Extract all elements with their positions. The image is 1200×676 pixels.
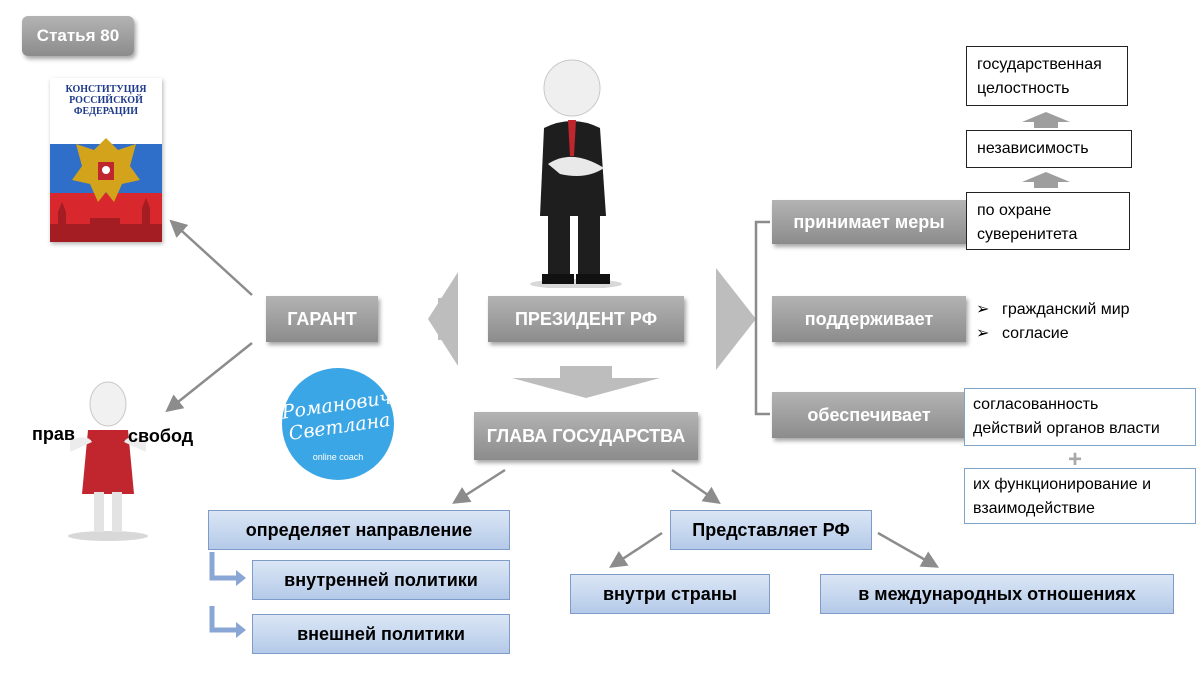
president-box: ПРЕЗИДЕНТ РФ: [488, 296, 684, 342]
head-of-state-box: ГЛАВА ГОСУДАРСТВА: [474, 412, 698, 460]
functioning-line1: их функционирование и: [973, 476, 1152, 493]
arrow-represents-to-inside: [609, 531, 663, 568]
arrow-head-to-represents: [671, 468, 721, 504]
sovereignty-box: по охране суверенитета: [966, 192, 1130, 250]
determines-direction-box: определяет направление: [208, 510, 510, 550]
sovereignty-line1: по охране: [977, 202, 1052, 219]
independence-box: независимость: [966, 130, 1132, 168]
coat-of-arms-icon: [72, 138, 140, 202]
logo-subtitle: online coach: [312, 452, 364, 462]
integrity-line1: государственная: [977, 56, 1102, 73]
list-item: ➢согласие: [976, 322, 1130, 346]
coherence-line1: согласованность: [973, 396, 1099, 413]
functioning-line2: взаимодействие: [973, 500, 1095, 517]
freedoms-label: свобод: [128, 426, 194, 446]
arrow-guarantor-to-constitution: [169, 219, 253, 296]
constitution-title-line2: РОССИЙСКОЙ: [69, 95, 143, 106]
arrow-represents-to-international: [877, 531, 940, 568]
list-item: ➢гражданский мир: [976, 298, 1130, 322]
woman-figure-image: [60, 380, 160, 542]
international-relations-box: в международных отношениях: [820, 574, 1174, 614]
functioning-box: их функционирование и взаимодействие: [964, 468, 1196, 524]
coherence-box: согласованность действий органов власти: [964, 388, 1196, 446]
coherence-line2: действий органов власти: [973, 420, 1160, 437]
domestic-policy-box: внутренней политики: [252, 560, 510, 600]
constitution-book-image: КОНСТИТУЦИЯ РОССИЙСКОЙ ФЕДЕРАЦИИ: [50, 78, 162, 242]
integrity-box: государственная целостность: [966, 46, 1128, 106]
constitution-title-line1: КОНСТИТУЦИЯ: [65, 84, 147, 95]
inside-country-box: внутри страны: [570, 574, 770, 614]
chevron-down-shape: [512, 378, 660, 398]
represents-box: Представляет РФ: [670, 510, 872, 550]
supports-box: поддерживает: [772, 296, 966, 342]
constitution-title-line3: ФЕДЕРАЦИИ: [73, 106, 139, 117]
arrow-guarantor-to-rights: [165, 342, 253, 413]
up-arrow-2: [1022, 172, 1070, 182]
guarantor-box: ГАРАНТ: [266, 296, 378, 342]
arrow-head-to-policy: [452, 468, 506, 504]
plus-icon: +: [1068, 446, 1083, 473]
coach-logo: Романович Светлана online coach: [280, 368, 394, 480]
kremlin-silhouette-icon: [50, 198, 162, 242]
chevron-right-shape: [716, 268, 756, 370]
actions-bracket: [754, 220, 770, 416]
article-badge: Статья 80: [22, 16, 134, 56]
bullet-arrow-icon: ➢: [976, 325, 990, 342]
bullet-arrow-icon: ➢: [976, 301, 990, 318]
rights-label: прав: [32, 424, 75, 444]
sovereignty-line2: суверенитета: [977, 226, 1078, 243]
foreign-policy-box: внешней политики: [252, 614, 510, 654]
supports-list: ➢гражданский мир ➢согласие: [976, 298, 1130, 346]
policy-connector-2: [209, 606, 236, 633]
up-arrow-1: [1022, 112, 1070, 122]
policy-connector-1: [209, 552, 236, 581]
integrity-line2: целостность: [977, 80, 1070, 97]
president-figure-image: [526, 56, 626, 289]
takes-measures-box: принимает меры: [772, 200, 966, 244]
ensures-box: обеспечивает: [772, 392, 966, 438]
